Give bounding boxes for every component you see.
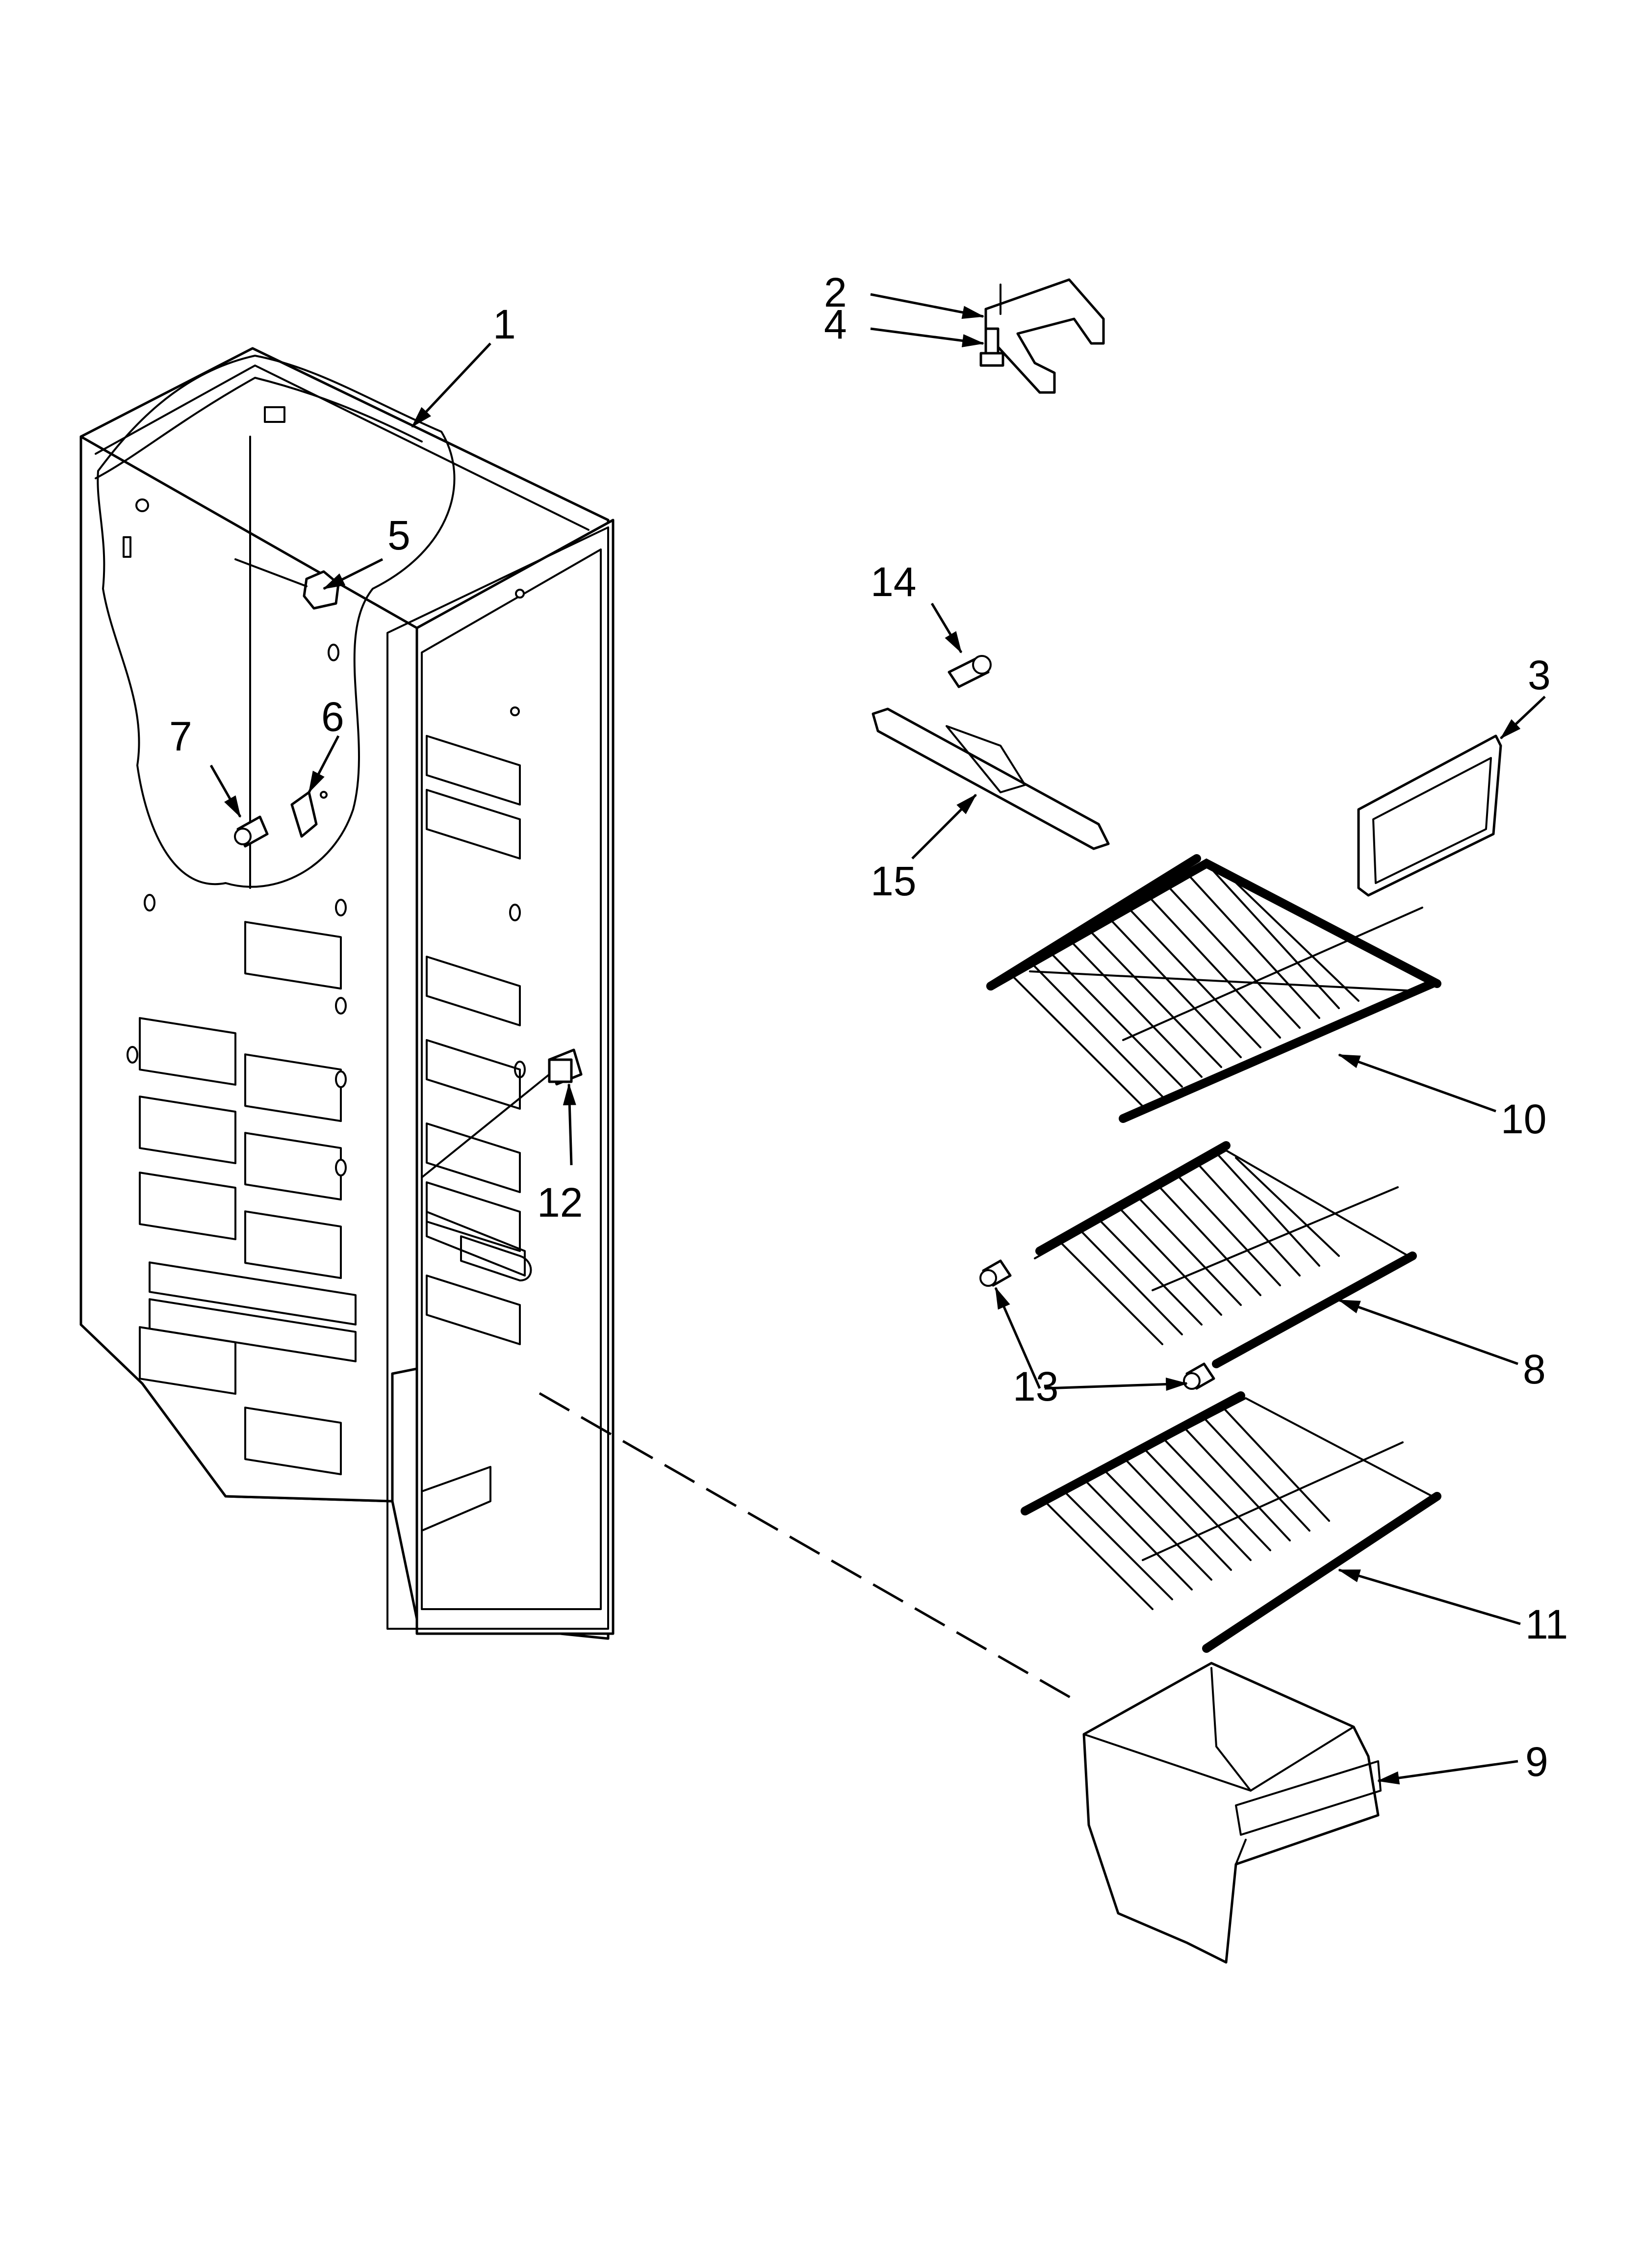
callout-14: 14	[871, 559, 916, 605]
part-15-rail	[872, 707, 1110, 850]
part-14-screw	[948, 655, 992, 688]
callout-2: 2	[824, 269, 847, 315]
callout-4: 4	[824, 301, 847, 347]
freezer-liner	[79, 347, 615, 1640]
callout-13: 13	[1013, 1363, 1058, 1409]
callout-3: 3	[1528, 652, 1551, 698]
liner-mounting-holes	[127, 589, 526, 1176]
leader-lines	[209, 293, 1546, 1785]
callout-12: 12	[537, 1179, 583, 1225]
callout-labels: 1 2 4 5 6 7 14 15 3 10 12 8 13 11 9	[169, 269, 1568, 1785]
part-10-shelf	[986, 854, 1441, 1123]
callout-5: 5	[387, 512, 410, 558]
liner-wall-panels	[139, 921, 357, 1476]
callout-10: 10	[1501, 1096, 1546, 1142]
callout-8: 8	[1523, 1346, 1546, 1392]
callout-15: 15	[871, 858, 916, 904]
callout-11: 11	[1525, 1601, 1568, 1647]
part-8-shelf	[1034, 1141, 1417, 1368]
part-4-screw	[979, 327, 1004, 367]
part-2-bracket	[984, 278, 1105, 394]
part-6-bracket	[290, 791, 328, 838]
part-3-cover	[1357, 734, 1502, 897]
callout-9: 9	[1525, 1739, 1548, 1785]
callout-6: 6	[321, 694, 344, 740]
part-9-bin	[1082, 1662, 1382, 1964]
part-7-screw	[234, 815, 269, 848]
alignment-line	[539, 1392, 1080, 1704]
liner-shelf-slots	[426, 735, 532, 1345]
part-12-shelf-support	[421, 1048, 583, 1178]
part-11-shelf	[1021, 1391, 1441, 1653]
callout-1: 1	[493, 301, 516, 347]
callout-7: 7	[169, 713, 192, 759]
